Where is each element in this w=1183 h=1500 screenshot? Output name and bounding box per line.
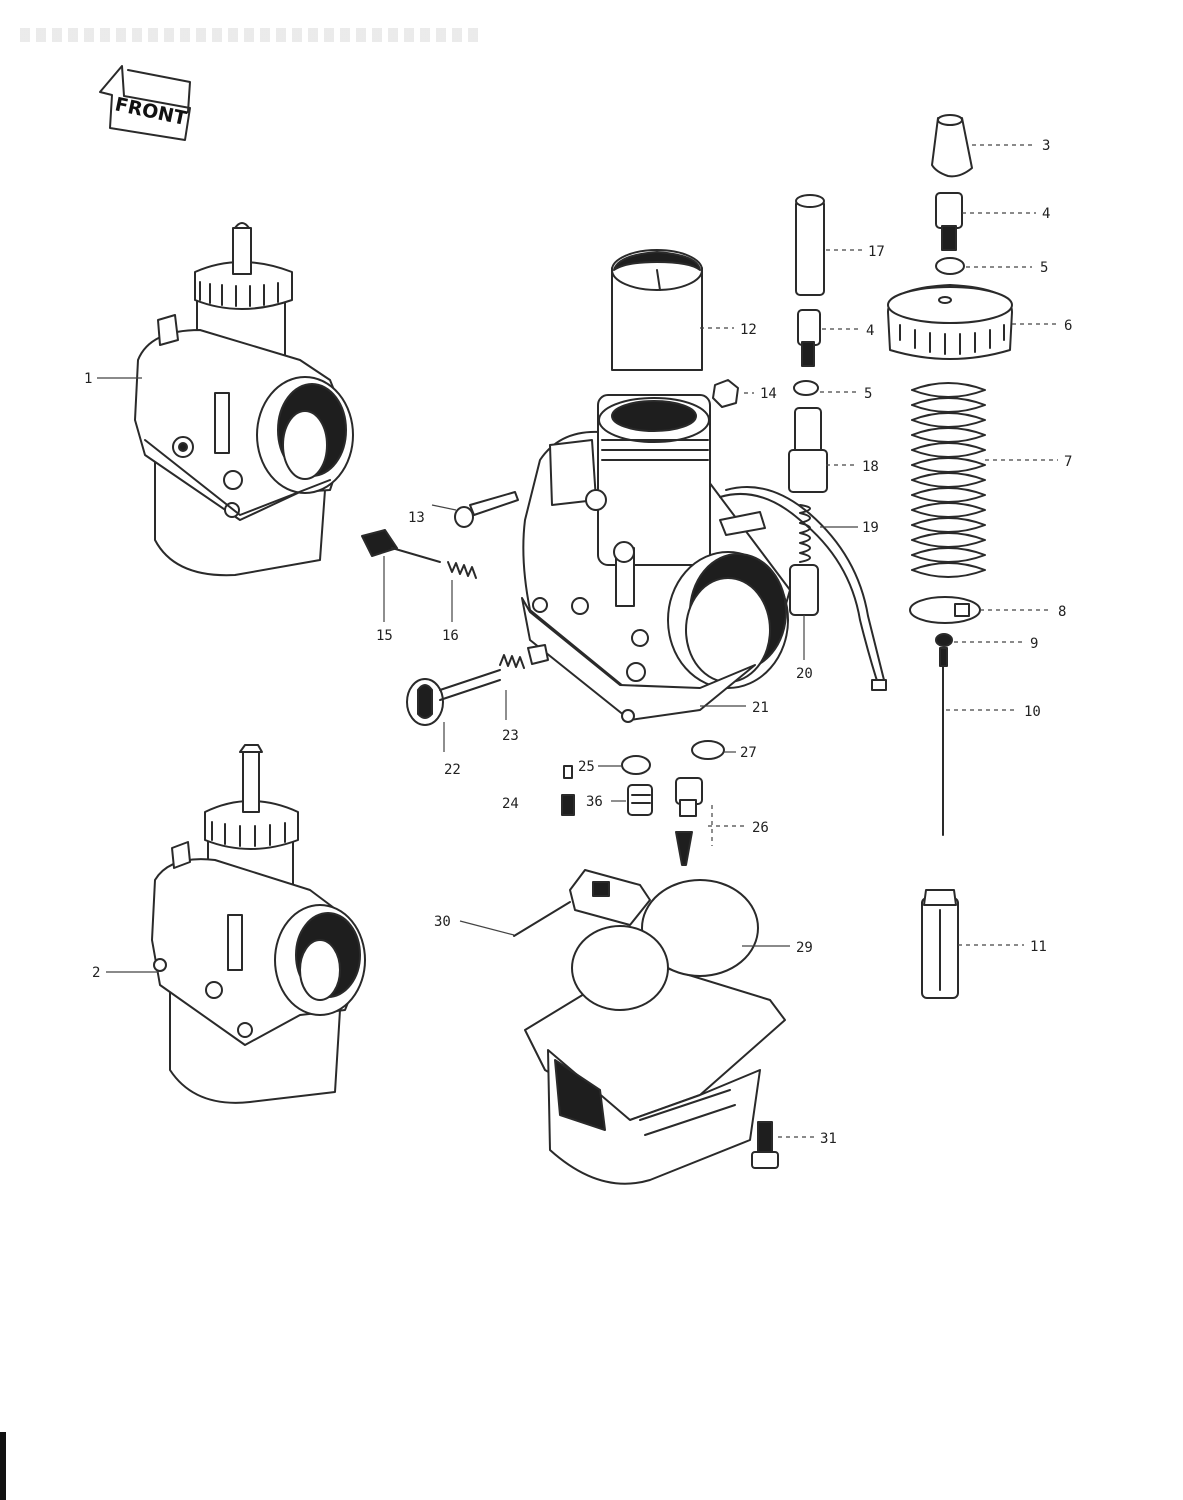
page-edge-mark bbox=[0, 1432, 6, 1500]
part-14-nut bbox=[712, 379, 739, 408]
callout-9: 9 bbox=[1030, 636, 1038, 652]
callout-6: 6 bbox=[1064, 318, 1072, 334]
callout-29: 29 bbox=[796, 940, 813, 956]
part-4-adjuster-top bbox=[935, 192, 963, 251]
callout-10: 10 bbox=[1024, 704, 1041, 720]
part-4-adjuster-middle bbox=[797, 309, 821, 367]
callout-36: 36 bbox=[586, 794, 603, 810]
part-7-spring bbox=[911, 382, 986, 578]
part-25-washer bbox=[621, 755, 651, 775]
part-6-cap-top bbox=[887, 284, 1013, 360]
callout-5-middle: 5 bbox=[864, 386, 872, 402]
part-26-needle-valve bbox=[675, 777, 703, 866]
callout-26: 26 bbox=[752, 820, 769, 836]
part-19-spring bbox=[799, 504, 811, 563]
callout-8: 8 bbox=[1058, 604, 1066, 620]
callout-12: 12 bbox=[740, 322, 757, 338]
callout-19: 19 bbox=[862, 520, 879, 536]
callout-11: 11 bbox=[1030, 939, 1047, 955]
part-23-collar bbox=[527, 644, 549, 665]
part-16-spring bbox=[447, 561, 477, 579]
front-arrow-badge: FRONT bbox=[99, 65, 191, 141]
callout-15: 15 bbox=[376, 628, 393, 644]
leader-lines bbox=[97, 144, 1058, 1138]
callout-21: 21 bbox=[752, 700, 769, 716]
callout-20: 20 bbox=[796, 666, 813, 682]
part-11-slide bbox=[921, 889, 959, 999]
part-23-spring bbox=[499, 654, 525, 669]
callout-14: 14 bbox=[760, 386, 777, 402]
part-31-drain-screw bbox=[751, 1121, 779, 1169]
callout-23: 23 bbox=[502, 728, 519, 744]
float-bowl-assembly bbox=[513, 869, 786, 1185]
callout-3: 3 bbox=[1042, 138, 1050, 154]
callout-labels: 1 2 3 4 5 6 7 8 9 10 11 12 13 14 15 16 1… bbox=[84, 138, 1072, 1147]
callout-4-top: 4 bbox=[1042, 206, 1050, 222]
part-5-ring-middle bbox=[793, 380, 819, 396]
callout-13: 13 bbox=[408, 510, 425, 526]
callout-5-top: 5 bbox=[1040, 260, 1048, 276]
part-15-screw bbox=[361, 529, 441, 563]
carburetor-assembly-2 bbox=[151, 744, 366, 1104]
part-13-screw bbox=[454, 491, 519, 528]
callout-17: 17 bbox=[868, 244, 885, 260]
part-20-tube bbox=[789, 564, 819, 616]
part-36-main-jet-holder bbox=[627, 784, 653, 816]
part-27-washer bbox=[691, 740, 725, 760]
callout-2: 2 bbox=[92, 965, 100, 981]
part-9-clip bbox=[935, 633, 953, 647]
callout-27: 27 bbox=[740, 745, 757, 761]
part-22-throttle-stop-screw bbox=[406, 669, 501, 726]
callout-30: 30 bbox=[434, 914, 451, 930]
callout-22: 22 bbox=[444, 762, 461, 778]
part-18-holder bbox=[788, 407, 828, 493]
part-8-plate bbox=[909, 596, 981, 624]
part-5-ring-top bbox=[935, 257, 965, 275]
callout-7: 7 bbox=[1064, 454, 1072, 470]
carburetor-body bbox=[521, 394, 887, 723]
part-17-tube bbox=[795, 194, 825, 296]
callout-1: 1 bbox=[84, 371, 92, 387]
callout-16: 16 bbox=[442, 628, 459, 644]
part-3-cap bbox=[931, 114, 973, 178]
faded-header-text bbox=[20, 28, 480, 42]
carburetor-assembly-1 bbox=[134, 222, 354, 577]
part-24-jet bbox=[561, 765, 575, 816]
part-12-throttle-slide bbox=[611, 249, 703, 371]
part-10-needle bbox=[939, 647, 948, 836]
callout-4-middle: 4 bbox=[866, 323, 874, 339]
callout-18: 18 bbox=[862, 459, 879, 475]
callout-31: 31 bbox=[820, 1131, 837, 1147]
callout-25: 25 bbox=[578, 759, 595, 775]
callout-24: 24 bbox=[502, 796, 519, 812]
